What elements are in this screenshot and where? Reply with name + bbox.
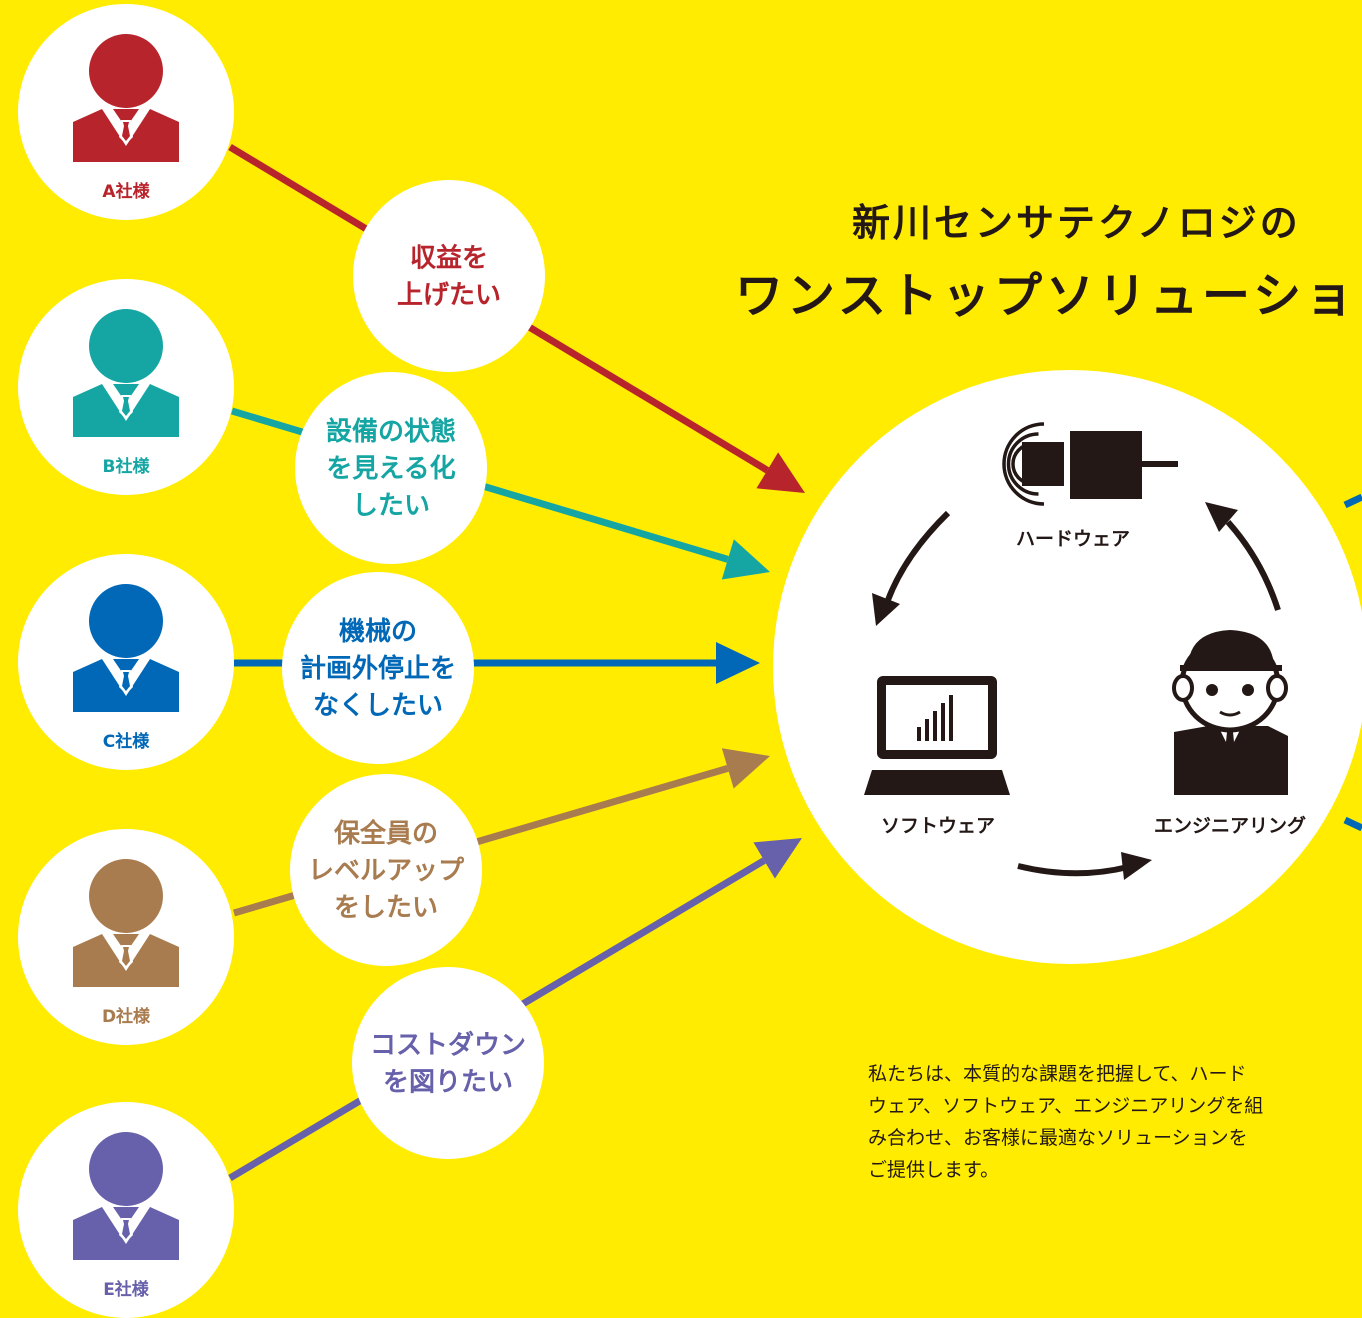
cap-icon <box>1188 630 1274 666</box>
description-line: み合わせ、お客様に最適なソリューションを <box>868 1127 1248 1149</box>
customer-person: A社様 <box>18 4 234 220</box>
need-bubble-circle <box>295 372 487 564</box>
person-collar <box>102 934 150 971</box>
need-bubble-circle <box>353 180 545 372</box>
customer-label: C社様 <box>103 731 150 752</box>
need-text: 上げたい <box>397 281 501 311</box>
tie-fill <box>122 947 130 966</box>
sensor-icon <box>1002 422 1178 506</box>
need-text: を図りたい <box>383 1068 513 1098</box>
arrow-head <box>716 642 760 684</box>
tie-fill <box>122 672 130 691</box>
bar-icon <box>941 703 945 741</box>
title-line1: 新川センサテクノロジの <box>852 201 1301 245</box>
engineer-body <box>1174 726 1288 795</box>
description-line: ご提供します。 <box>868 1159 1000 1181</box>
engineering-label: エンジニアリング <box>1154 814 1306 837</box>
right-arrow-line <box>1343 493 1362 509</box>
need-bubble-circle <box>290 774 482 966</box>
eye-icon <box>1206 684 1218 696</box>
bar-icon <box>925 719 929 741</box>
arrow-head <box>756 452 805 493</box>
eye-icon <box>1242 684 1254 696</box>
cycle-arrow-line <box>1225 520 1281 611</box>
cycle-arrow-head <box>1205 502 1238 532</box>
person-collar <box>102 659 150 696</box>
person-icon <box>89 309 163 383</box>
engineer-ear <box>1172 674 1194 702</box>
customer-person: B社様 <box>18 279 234 495</box>
tie-icon <box>1225 732 1235 758</box>
need-text: 計画外停止を <box>300 653 456 684</box>
laptop-icon <box>864 676 1010 795</box>
signal-wave <box>1006 432 1039 496</box>
need-text: コストダウン <box>370 1030 526 1061</box>
engineer-icon <box>1172 630 1288 795</box>
right-arrow-line <box>1343 816 1362 832</box>
person-icon <box>89 1132 163 1206</box>
engineer-ear <box>1266 674 1288 702</box>
description-line: ウェア、ソフトウェア、エンジニアリングを組 <box>868 1095 1264 1117</box>
need-text: 設備の状態 <box>326 416 456 447</box>
need-text: 保全員の <box>333 818 438 849</box>
customer-person: D社様 <box>18 829 234 1045</box>
tie-fill <box>122 122 130 141</box>
sensor-block <box>1070 431 1142 499</box>
need-text: なくしたい <box>313 691 443 721</box>
description-line: 私たちは、本質的な課題を把握して、ハード <box>868 1063 1247 1085</box>
sensor-body <box>1022 442 1064 486</box>
right-edge-arrows <box>1343 493 1362 832</box>
mouth-icon <box>1219 710 1241 717</box>
person-icon <box>89 859 163 933</box>
person-collar <box>102 109 150 146</box>
need-bubble-circle <box>352 967 544 1159</box>
need-text: 収益を <box>410 244 488 274</box>
customer-person: E社様 <box>18 1102 234 1318</box>
bar-icon <box>949 695 953 741</box>
title-line2: ワンストップソリューション <box>735 268 1362 324</box>
cycle-arrows <box>872 502 1281 880</box>
need-text: 機械の <box>339 617 417 647</box>
person-collar <box>102 384 150 421</box>
cycle-arrow-line <box>1017 863 1129 877</box>
description-text: 私たちは、本質的な課題を把握して、ハード ウェア、ソフトウェア、エンジニアリング… <box>868 1058 1308 1186</box>
need-bubble-circle <box>282 572 474 764</box>
sensor-cable <box>1142 461 1178 467</box>
need-text: をしたい <box>334 893 438 923</box>
need-text: したい <box>352 491 430 521</box>
customer-label: D社様 <box>102 1006 151 1027</box>
bar-icon <box>933 711 937 741</box>
customer-label: B社様 <box>103 456 151 477</box>
need-text: レベルアップ <box>308 856 465 886</box>
laptop-keyboard <box>864 770 1010 795</box>
cycle-arrow-head <box>1121 852 1152 880</box>
customer-label: A社様 <box>102 181 150 202</box>
tie-fill <box>122 1220 130 1239</box>
customer-person: C社様 <box>18 554 234 770</box>
signal-wave <box>1002 422 1045 506</box>
person-icon <box>89 34 163 108</box>
person-icon <box>89 584 163 658</box>
hardware-label: ハードウェア <box>1016 528 1130 550</box>
cycle-arrow-line <box>885 510 951 602</box>
arrow-head <box>721 539 770 580</box>
bar-icon <box>917 727 921 741</box>
arrow-head <box>753 838 802 879</box>
customer-label: E社様 <box>103 1279 150 1300</box>
arrow-head <box>721 748 770 789</box>
cycle-arrow-head <box>872 593 900 626</box>
person-collar <box>102 1207 150 1244</box>
software-label: ソフトウェア <box>881 815 995 837</box>
tie-fill <box>122 397 130 416</box>
need-text: を見える化 <box>326 454 455 484</box>
